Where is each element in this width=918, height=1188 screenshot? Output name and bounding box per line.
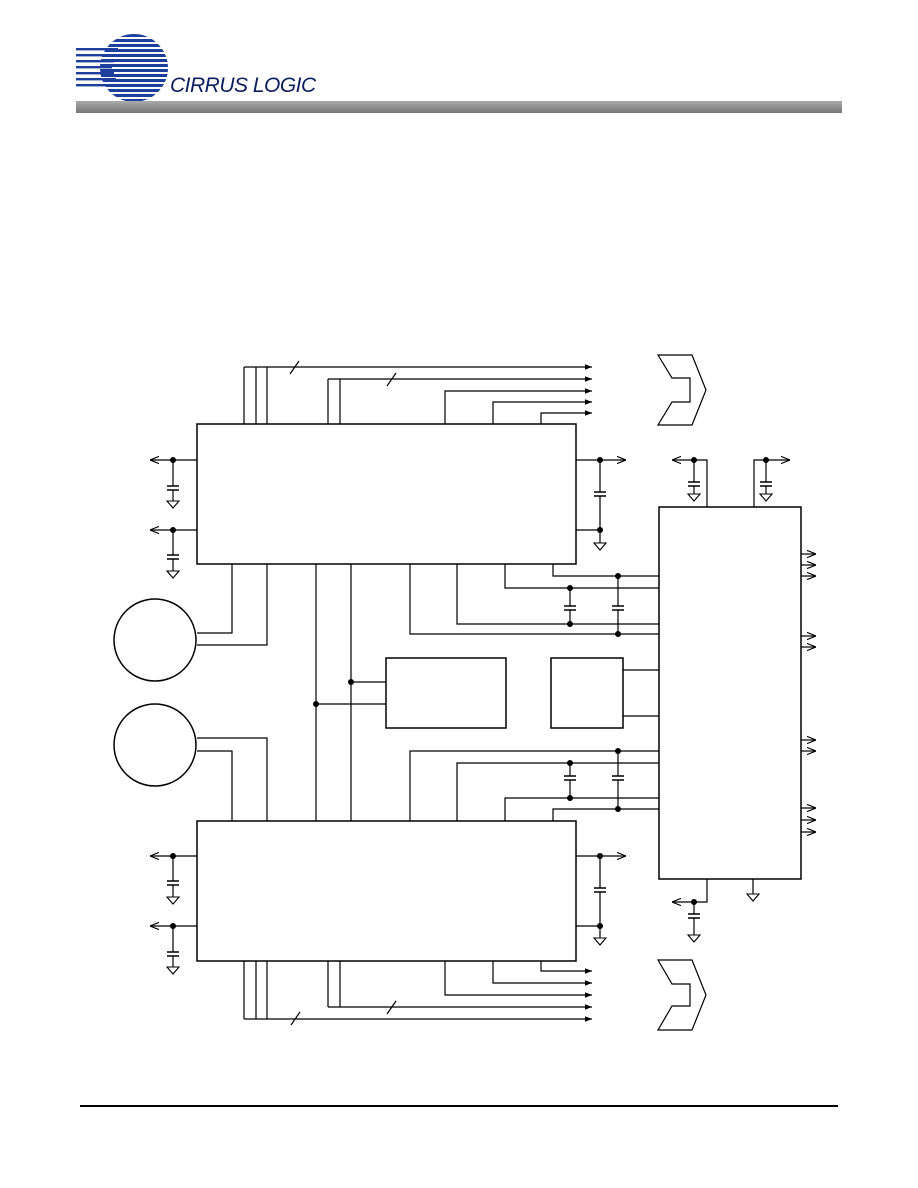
upper-converter-chip (196, 423, 577, 565)
right-chip-top-supply (672, 457, 790, 507)
footer-rule (80, 1105, 838, 1107)
upper-interconnect-filter (409, 564, 659, 637)
lower-left-supply-decoupling (150, 853, 197, 975)
right-controller-chip (658, 506, 802, 880)
company-logo-text: CIRRUS LOGIC (170, 74, 316, 97)
upper-dataflow-arrow-icon (656, 354, 707, 426)
cirrus-logo-icon (76, 34, 168, 102)
upper-right-supply-decoupling (576, 457, 626, 551)
right-chip-bottom-supply (672, 879, 760, 943)
control-logic-block (550, 657, 659, 729)
shared-control-lines (313, 564, 386, 821)
lower-analog-input-source (113, 703, 268, 821)
upper-serial-output-bus (243, 360, 592, 424)
upper-analog-input-source (113, 564, 268, 682)
clock-generator-block (385, 657, 507, 729)
lower-serial-output-bus (243, 961, 592, 1026)
lower-dataflow-arrow-icon (656, 959, 707, 1031)
header-bar (76, 101, 842, 113)
lower-right-supply-decoupling (576, 853, 626, 946)
upper-left-supply-decoupling (150, 457, 197, 579)
lower-converter-chip (196, 820, 577, 962)
lower-interconnect-filter (409, 748, 659, 821)
right-chip-outputs (801, 554, 816, 832)
